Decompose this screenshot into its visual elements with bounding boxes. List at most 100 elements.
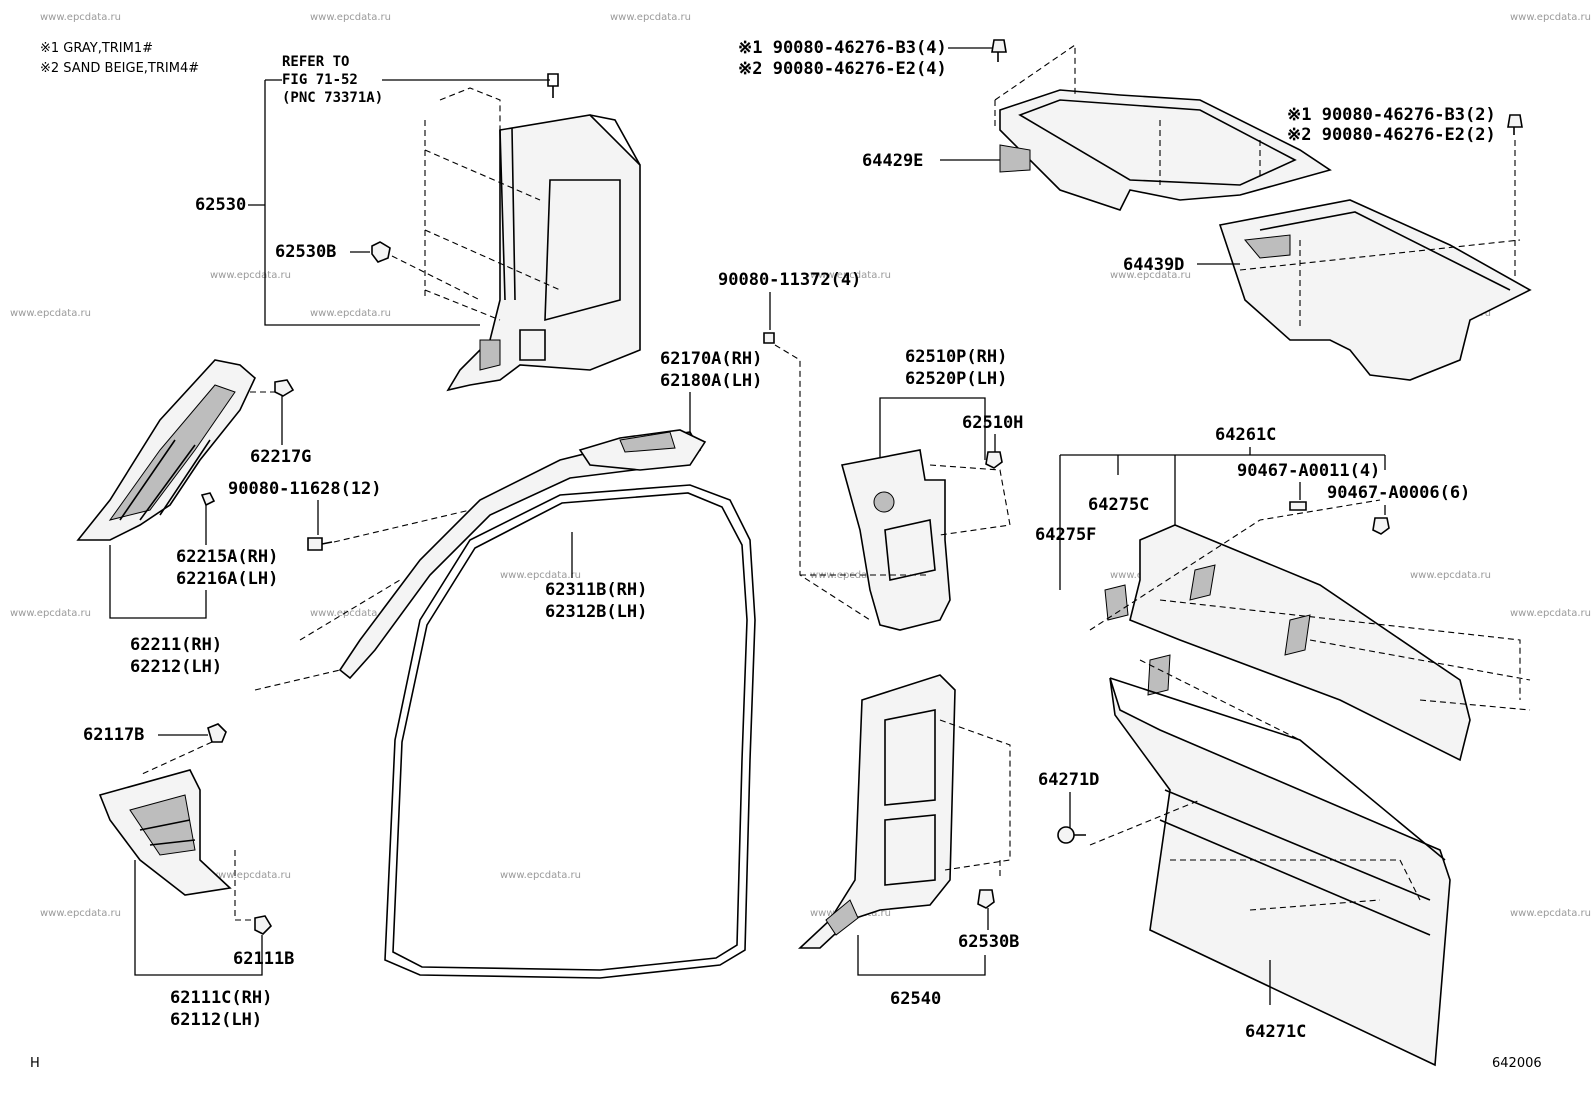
label-62520p: 62520P(LH) [905, 369, 1007, 389]
note-line-1: ※1 GRAY,TRIM1# [40, 41, 154, 56]
center-pillar-trim-lower [797, 674, 956, 949]
watermark-text: www.epcdata.ru [500, 870, 581, 881]
bracket-62211 [109, 545, 207, 619]
note-line-2: ※2 SAND BEIGE,TRIM4# [40, 61, 200, 76]
screw-90080-top-icon [991, 39, 1007, 62]
footer-right-code: 642006 [1492, 1056, 1542, 1071]
cowl-side-trim [98, 769, 232, 896]
label-90080-11628: 90080-11628(12) [228, 479, 382, 499]
watermark-text: www.epcdata.ru [1510, 12, 1591, 23]
dash-deck-board [1089, 499, 1531, 741]
clip-62510h-icon [985, 451, 1003, 469]
clip-64271d-icon [1057, 826, 1086, 844]
label-62530b-bot: 62530B [958, 932, 1019, 952]
label-62510p: 62510P(RH) [905, 347, 1007, 367]
watermark-text: www.epcdata.ru [210, 270, 291, 281]
dash-64429e [994, 43, 1261, 185]
label-62211: 62211(RH) [130, 635, 222, 655]
watermark-text: www.epcdata.ru [1410, 570, 1491, 581]
watermark-text: www.epcdata.ru [310, 608, 391, 619]
deck-side-trim-box [999, 89, 1332, 211]
footer-left: H [30, 1056, 40, 1071]
label-62117b: 62117B [83, 725, 144, 745]
watermark-text: www.epcdata.ru [1110, 270, 1191, 281]
label-64261c: 64261C [1215, 425, 1276, 445]
clip-icon [547, 73, 559, 98]
deck-side-trim-lower [1218, 199, 1532, 381]
dash-62111b [234, 850, 255, 921]
label-62212: 62212(LH) [130, 657, 222, 677]
quarter-pillar-trim-upper [446, 114, 641, 392]
clip-90467-a0006-icon [1372, 517, 1390, 535]
label-62312b: 62312B(LH) [545, 602, 647, 622]
dash-62540 [939, 719, 1011, 880]
clip-62530b-bot-icon [977, 889, 995, 909]
label-90080-r2: ※2 90080-46276-E2(2) [1287, 125, 1496, 145]
watermark-text: www.epcdata.ru [40, 12, 121, 23]
watermark-text: www.epcdata.ru [40, 908, 121, 919]
label-64275c: 64275C [1088, 495, 1149, 515]
clip-62215a-icon [200, 492, 216, 507]
watermark-text: www.epcdata.ru [810, 270, 891, 281]
refer-line1: REFER TO [282, 54, 349, 70]
screw-90080-11628-icon [307, 537, 333, 551]
dash-rear-panel [1089, 799, 1421, 911]
deck-front-board [1104, 524, 1471, 762]
bracket-62111c [134, 860, 263, 976]
dash-62117b [139, 741, 213, 776]
label-62530: 62530 [195, 195, 246, 215]
label-90080-top1: ※1 90080-46276-B3(4) [738, 38, 947, 58]
label-64271d: 64271D [1038, 770, 1099, 790]
refer-line3: (PNC 73371A) [282, 90, 383, 106]
label-90080-top2: ※2 90080-46276-E2(4) [738, 59, 947, 79]
clip-dash [391, 255, 481, 301]
label-64275f: 64275F [1035, 525, 1096, 545]
door-opening-weatherstrip [384, 484, 756, 979]
label-64439d: 64439D [1123, 255, 1184, 275]
clip-62111b-icon [254, 915, 273, 935]
clip-62530b-icon [371, 241, 391, 263]
label-62111b: 62111B [233, 949, 294, 969]
label-62216a: 62216A(LH) [176, 569, 278, 589]
clip-62217g-icon [274, 379, 295, 397]
label-90467-a0011: 90467-A0011(4) [1237, 461, 1380, 481]
rear-floor-trim-panel [1109, 677, 1451, 1067]
label-64429e: 64429E [862, 151, 923, 171]
label-62180a: 62180A(LH) [660, 371, 762, 391]
dash-90080-11372 [774, 344, 871, 621]
watermark-text: www.epcdata.ru [500, 570, 581, 581]
label-62170a: 62170A(RH) [660, 349, 762, 369]
bracket-64261c [1059, 447, 1386, 590]
clip-62117b-icon [207, 723, 227, 743]
watermark-text: www.epcdata.ru [10, 308, 91, 319]
bracket-62540 [857, 935, 986, 976]
watermark-text: www.epcdata.ru [310, 308, 391, 319]
label-62540: 62540 [890, 989, 941, 1009]
front-pillar-garnish [76, 359, 256, 541]
label-62311b: 62311B(RH) [545, 580, 647, 600]
label-62112: 62112(LH) [170, 1010, 262, 1030]
watermark-text: www.epcdata.ru [610, 12, 691, 23]
watermark-text: www.epcdata.ru [1510, 908, 1591, 919]
watermark-text: www.epcdata.ru [210, 870, 291, 881]
label-62215a: 62215A(RH) [176, 547, 278, 567]
dash-64439d [1239, 239, 1521, 330]
label-62111c: 62111C(RH) [170, 988, 272, 1008]
dash-screws [254, 484, 521, 691]
screw-90080-11372-icon [763, 332, 775, 344]
bracket-62510p [879, 397, 986, 460]
label-62510h: 62510H [962, 413, 1023, 433]
assembly-dashes [424, 87, 561, 321]
clip-90467-a0011-icon [1289, 501, 1307, 511]
center-pillar-trim-upper [840, 449, 951, 631]
label-90467-a0006: 90467-A0006(6) [1327, 483, 1470, 503]
bracket-62530 [248, 79, 480, 326]
watermark-text: www.epcdata.ru [1510, 608, 1591, 619]
label-64271c: 64271C [1245, 1022, 1306, 1042]
refer-line2: FIG 71-52 [282, 72, 358, 88]
label-62530b-top: 62530B [275, 242, 336, 262]
roof-side-rail-garnish [338, 429, 707, 680]
label-90080-11372: 90080-11372(4) [718, 270, 861, 290]
label-62217g: 62217G [250, 447, 311, 467]
screw-90080-r-icon [1507, 114, 1523, 135]
